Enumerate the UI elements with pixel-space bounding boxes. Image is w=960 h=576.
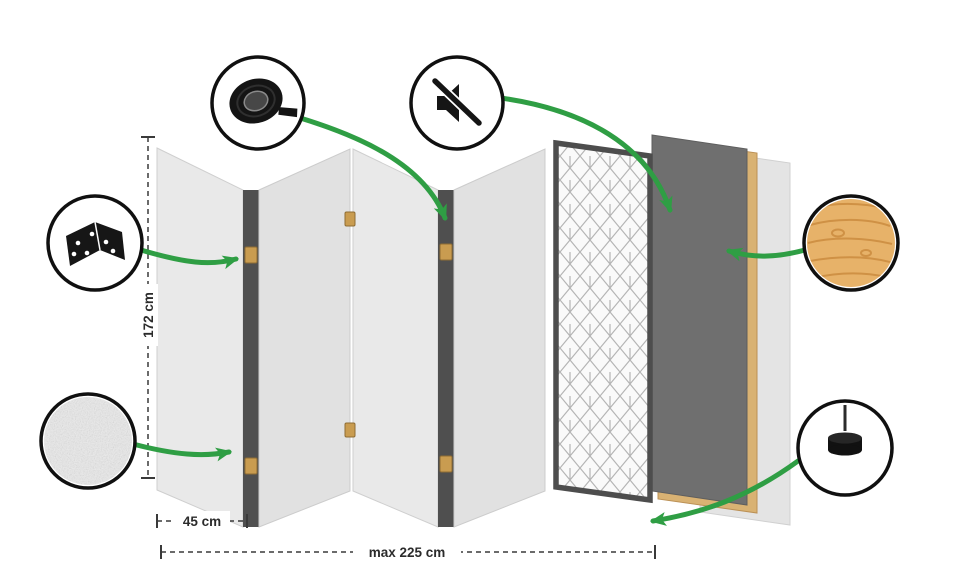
screen-panel-2 — [258, 148, 351, 528]
foot-pin-icon — [828, 405, 862, 456]
arrow-texture-to-panel — [130, 441, 232, 462]
hinge-icon — [66, 221, 125, 266]
arrow-foot-to-panel-base — [650, 458, 801, 526]
screen-panel-1 — [156, 147, 244, 528]
hinge-piece — [344, 422, 356, 438]
fabric-texture-swatch — [44, 397, 132, 485]
hinge-piece — [439, 455, 453, 473]
divider-screen — [156, 147, 546, 528]
patterned-panel — [553, 139, 653, 504]
screen-panel-4 — [453, 148, 546, 528]
dimension-label-bg — [175, 511, 230, 530]
dimension-lines: 172 cm 45 cm max 225 cm — [139, 136, 656, 561]
dimension-label-bg — [139, 284, 158, 346]
badge-stabilizing-foot — [796, 399, 894, 497]
dark-felt-panel — [651, 134, 748, 506]
hinges — [244, 211, 453, 475]
fold-edge-2 — [438, 190, 454, 527]
arrow-wood-to-frame — [726, 247, 808, 262]
badge-material-texture — [39, 392, 137, 490]
exploded-layers — [553, 134, 791, 526]
muted-speaker-icon — [430, 76, 484, 128]
panel-width-label: 45 cm — [183, 514, 221, 529]
hinge-piece — [439, 243, 453, 261]
arrow-tape-to-fold — [294, 114, 448, 221]
wood-grain-swatch — [807, 199, 895, 287]
arrow-mute-to-dark-panel — [498, 95, 673, 213]
badge-hinge — [46, 194, 144, 292]
badge-soundproofing — [409, 55, 505, 151]
fold-edge-1 — [243, 190, 259, 527]
callout-arrows — [130, 95, 808, 526]
arrow-hinge-to-fold — [138, 247, 239, 270]
total-width-label: max 225 cm — [369, 545, 446, 560]
screen-panel-3 — [352, 148, 439, 528]
hinge-piece — [344, 211, 356, 227]
tape-roll-icon — [229, 78, 298, 124]
hinge-piece — [244, 457, 258, 475]
feature-badges — [39, 55, 900, 497]
height-dimension-label: 172 cm — [141, 292, 156, 338]
dimension-label-bg — [353, 542, 461, 561]
badge-wood-material — [802, 194, 900, 292]
badge-adhesive-tape — [210, 55, 306, 151]
hinge-piece — [244, 246, 258, 264]
